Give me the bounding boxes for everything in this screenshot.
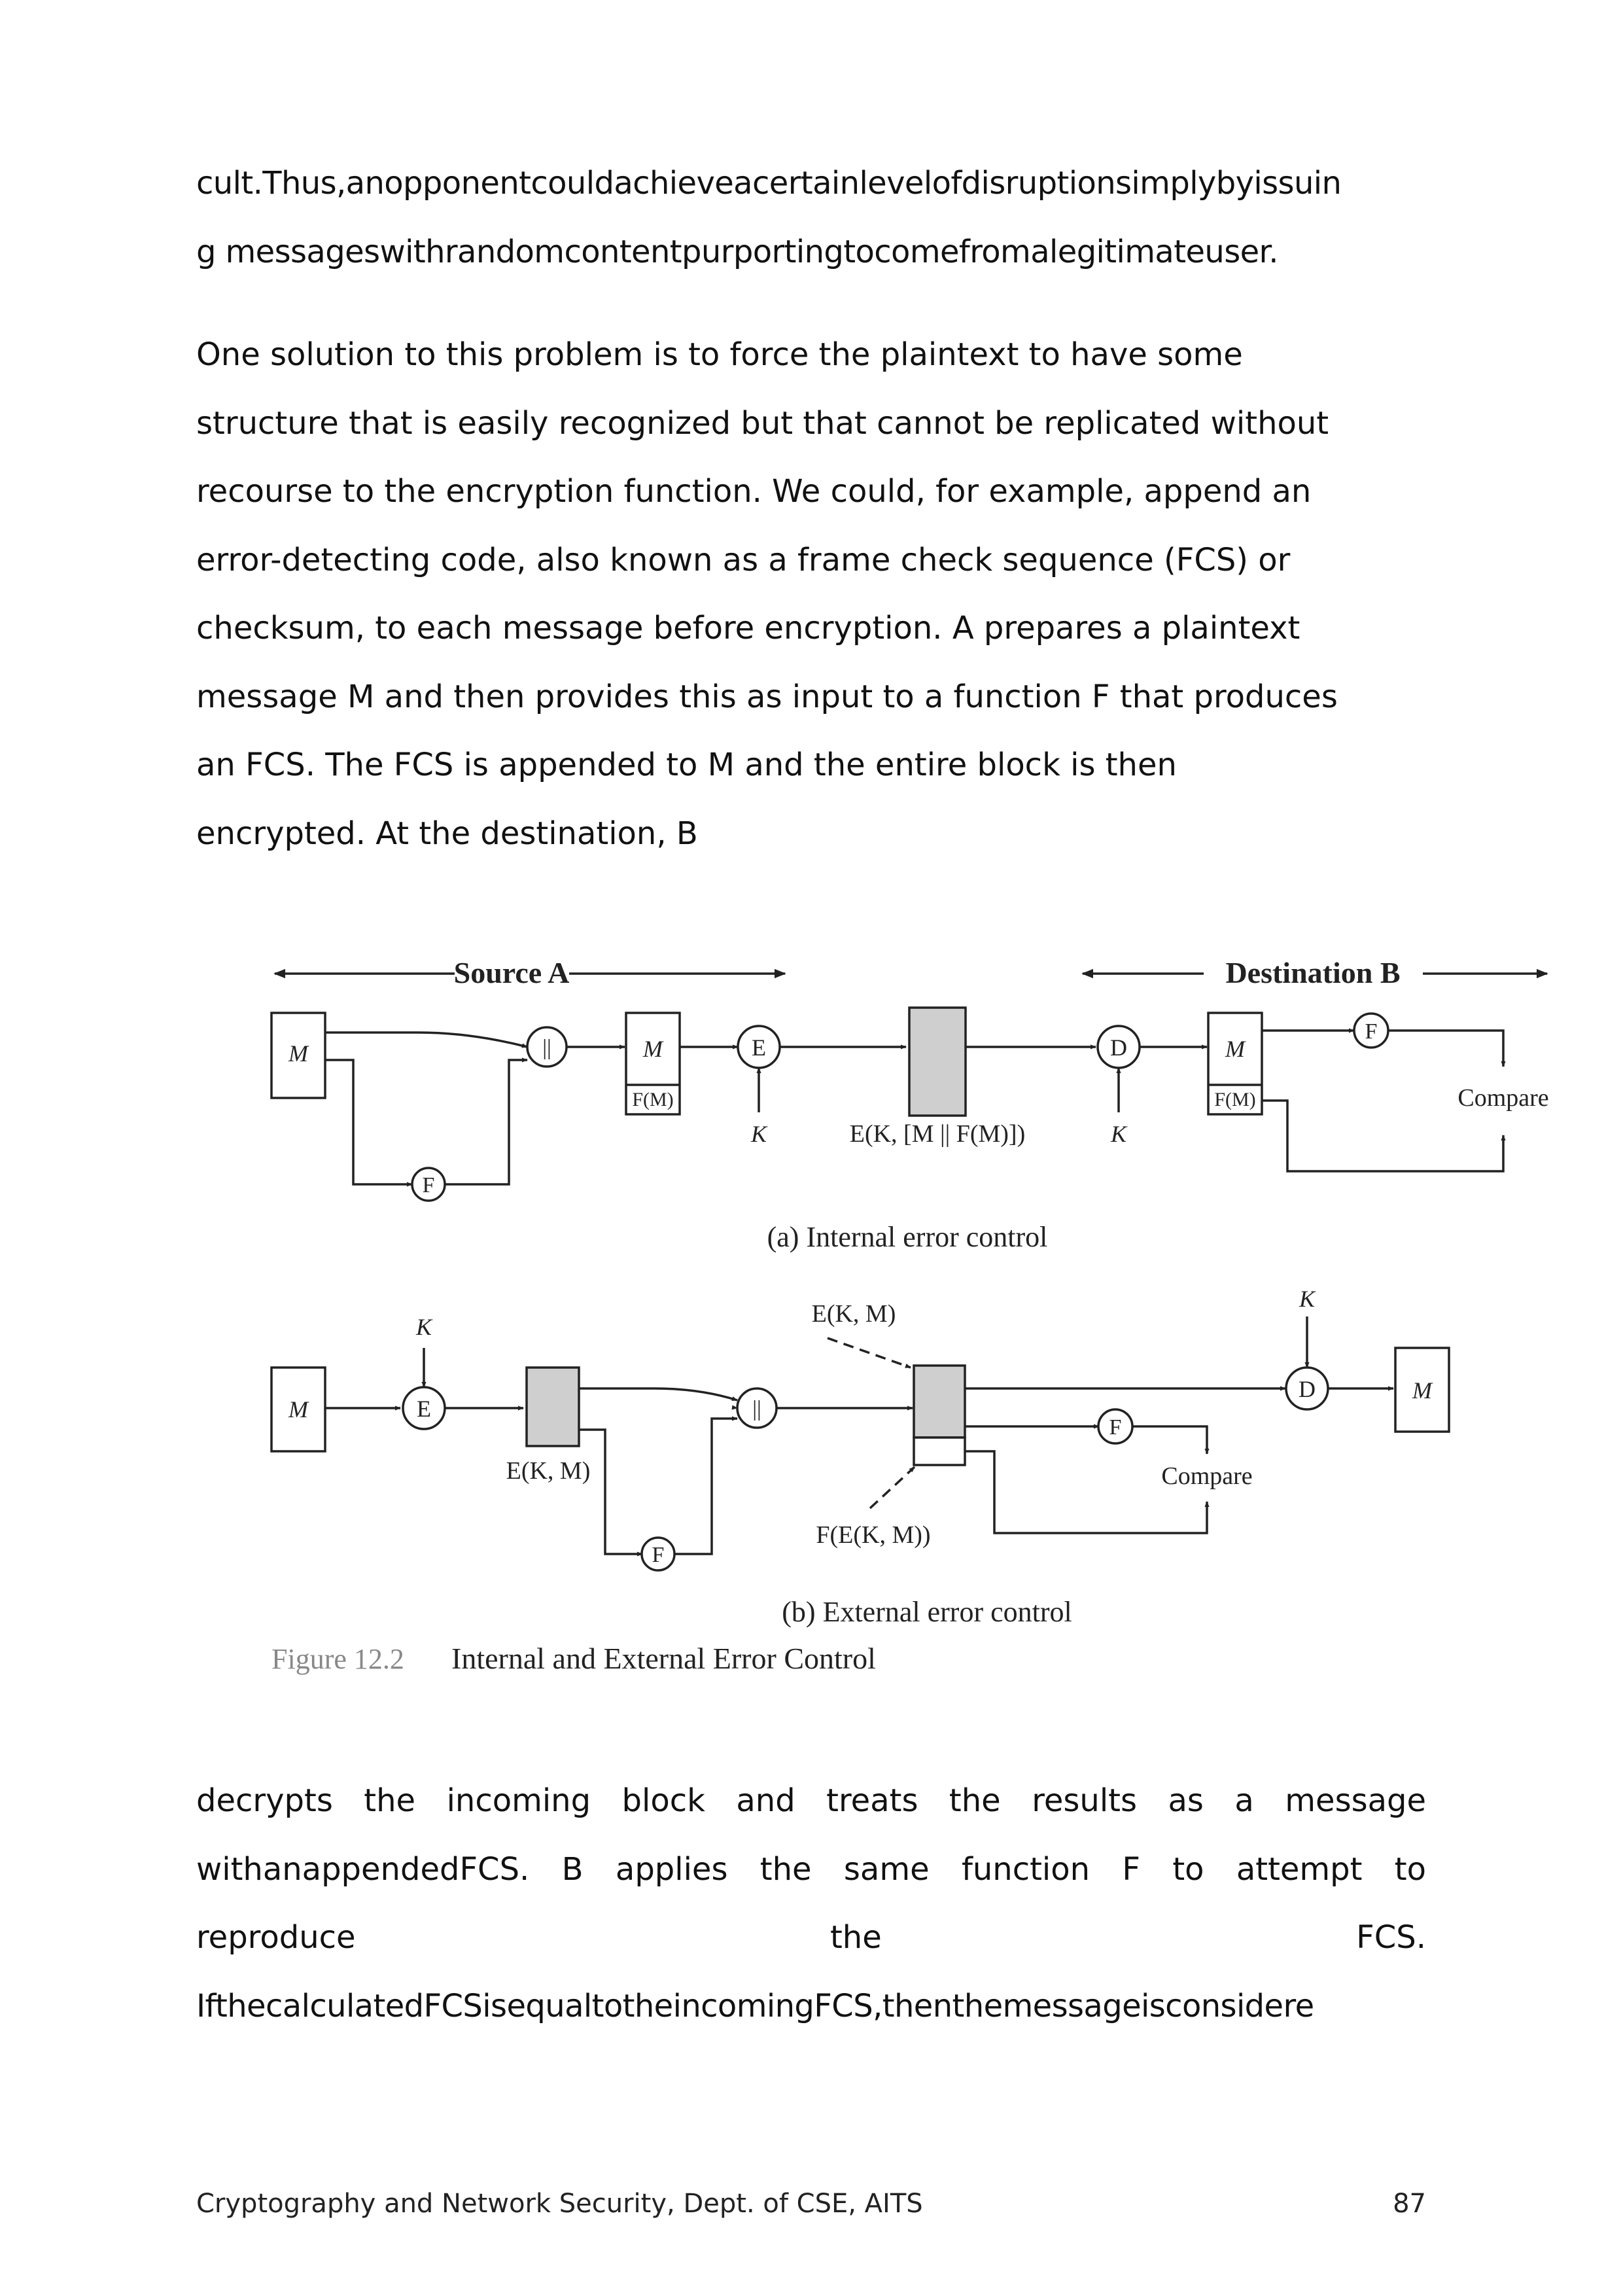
f-label: F [1365,1019,1378,1044]
text-line: reproduce the FCS. [196,1919,1426,1956]
text-line: decrypts the incoming block and treats t… [196,1782,1426,1819]
d-label: D [1299,1376,1316,1402]
ciphertext-block-b [525,1366,580,1447]
ciphertext-fcs-block [913,1364,966,1439]
m-label: M [1412,1377,1433,1404]
message-box-b [270,1366,326,1453]
text-line: encrypted. At the destination, B [196,815,698,852]
paragraph-continuation: cult.Thus,anopponentcouldachieveacertain… [196,149,1426,286]
destination-label: Destination B [1225,956,1400,989]
m-label: M [288,1040,309,1067]
concat-symbol: || [542,1036,551,1060]
ekm-label: E(K, M) [812,1300,896,1328]
received-message-box [1207,1012,1263,1116]
text-line: an FCS. The FCS is appended to M and the… [196,747,1177,783]
fcs-function-node-b [640,1536,676,1572]
ekm-label: E(K, M) [506,1457,591,1485]
decrypt-node-b [1285,1366,1329,1411]
footer-course-title: Cryptography and Network Security, Dept.… [196,2189,923,2219]
text-line: checksum, to each message before encrypt… [196,610,1300,646]
m-label: M [642,1036,664,1062]
message-fcs-box [625,1012,681,1116]
e-label: E [417,1396,431,1422]
text-line: structure that is easily recognized but … [196,404,1329,442]
fm-label: F(M) [1214,1089,1255,1110]
encrypt-node-b [402,1386,446,1430]
text-line: recourse to the encryption function. We … [196,473,1312,510]
fm-label: F(M) [632,1089,673,1110]
output-message-box [1394,1347,1450,1433]
figure-error-control-diagram: Source A Destination B M || M F(M) E F K… [270,956,1549,1675]
k-label: K [750,1121,768,1147]
text-line: One solution to this problem is to force… [196,336,1243,373]
page-number: 87 [1393,2189,1426,2219]
fcs-function-node-a-dest [1353,1012,1389,1049]
text-line: withanappendedFCS. B applies the same fu… [196,1850,1426,1888]
paragraph-decryption-continued: IfthecalculatedFCSisequaltotheincomingFC… [196,1972,1426,2041]
text-line: g messageswithrandomcontentpurportingtoc… [196,233,1279,270]
caption-b: (b) External error control [782,1596,1072,1628]
ciphertext-label: E(K, [M || F(M)]) [850,1120,1026,1148]
text-line: IfthecalculatedFCSisequaltotheincomingFC… [196,1987,1314,2024]
compare-label: Compare [1457,1084,1548,1112]
fekm-label: F(E(K, M)) [816,1521,930,1549]
text-line: error-detecting code, also known as a fr… [196,541,1291,578]
fcs-function-node-a [411,1167,446,1202]
text-line: message M and then provides this as inpu… [196,678,1338,715]
e-label: E [752,1034,766,1061]
source-label: Source A [454,956,570,989]
f-label: F [652,1543,665,1567]
concat-node-a [526,1026,568,1068]
encrypt-node-a [737,1025,781,1069]
k-label: K [1110,1121,1128,1147]
compare-label: Compare [1161,1462,1252,1490]
fcs-function-node-b-dest [1097,1408,1134,1445]
f-label: F [423,1173,435,1197]
figure-title: Internal and External Error Control [451,1642,876,1675]
f-label: F [1109,1415,1122,1439]
message-box [270,1012,326,1099]
m-label: M [288,1396,309,1422]
paragraph-decryption: decrypts the incoming block and treats t… [196,1767,1426,1972]
figure-number: Figure 12.2 [271,1643,404,1675]
ciphertext-block [908,1006,967,1117]
concat-node-b [736,1387,778,1429]
m-label: M [1225,1036,1246,1062]
decrypt-node-a [1096,1025,1141,1069]
text-line: cult.Thus,anopponentcouldachieveacertain… [196,165,1342,202]
caption-a: (a) Internal error control [767,1221,1048,1253]
d-label: D [1110,1034,1127,1061]
k-label: K [1299,1286,1316,1312]
k-label: K [415,1314,433,1340]
paragraph-fcs-solution: One solution to this problem is to force… [196,321,1426,868]
concat-symbol: || [752,1397,761,1421]
